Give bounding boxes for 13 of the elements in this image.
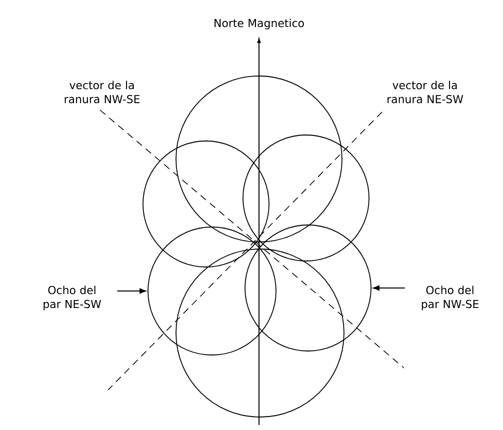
text-label: Ocho del par NW-SE	[422, 286, 478, 310]
lobe-circle	[176, 76, 342, 242]
text-label: vector de la ranura NE-SW	[388, 80, 464, 104]
lobe-circle	[176, 248, 344, 418]
lobe-circle	[244, 224, 372, 352]
lobe-circle	[148, 226, 276, 356]
text-label: Ocho del par NE-SW	[44, 286, 101, 310]
leader-arrow	[116, 288, 146, 294]
lobe-circle	[242, 134, 370, 262]
lobe-circle	[142, 140, 270, 268]
text-label: vector de la ranura NW-SE	[64, 80, 140, 104]
text-label: Norte Magnetico	[214, 18, 304, 30]
leader-arrow	[372, 285, 406, 291]
